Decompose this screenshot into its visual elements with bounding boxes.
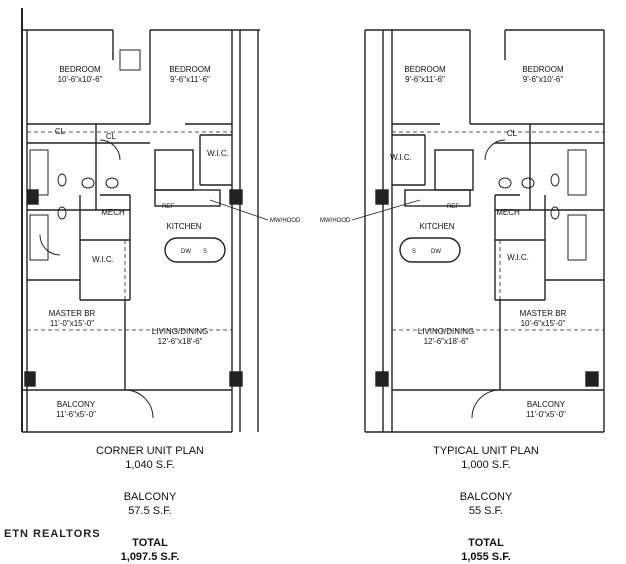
- typical-living-dining-name: LIVING/DINING: [418, 327, 474, 336]
- watermark: ETN REALTORS: [4, 528, 101, 540]
- corner-balcony-area: 57.5 S.F.: [128, 505, 172, 517]
- corner-dw-label: DW: [181, 249, 191, 255]
- typical-bedroom-1-name: BEDROOM: [404, 65, 446, 74]
- corner-total-area: 1,097.5 S.F.: [120, 551, 180, 563]
- typical-balcony-area: 55 S.F.: [468, 505, 504, 517]
- corner-bedroom-2-name: BEDROOM: [169, 65, 211, 74]
- typical-master-br-size: 10'-6"x15'-0": [521, 319, 566, 328]
- typical-balcony-size: 11'-0"x5'-0": [526, 410, 566, 419]
- typical-bedroom-2-size: 9'-6"x10'-6": [523, 75, 563, 84]
- dashed-guidelines: [27, 131, 604, 390]
- corner-balcony-size: 11'-6"x5'-0": [56, 410, 96, 419]
- typical-balcony-name: BALCONY: [527, 400, 566, 409]
- corner-bedroom-2-size: 9'-6"x11'-6": [170, 75, 210, 84]
- corner-balcony-label: BALCONY: [123, 491, 177, 503]
- corner-closet-1-label: CL: [55, 127, 66, 136]
- typical-living-dining-size: 12'-6"x18'-6": [424, 337, 469, 346]
- corner-ref-label: REF: [162, 204, 174, 210]
- corner-living-dining-name: LIVING/DINING: [152, 327, 208, 336]
- corner-closet-2-label: CL: [106, 132, 117, 141]
- typical-bedroom-2-name: BEDROOM: [522, 65, 564, 74]
- corner-unit-walls: [21, 8, 260, 433]
- typical-balcony-label: BALCONY: [459, 491, 513, 503]
- typical-unit-summary: TYPICAL UNIT PLAN 1,000 S.F. BALCONY 55 …: [336, 444, 626, 564]
- corner-sink-label: S: [203, 249, 207, 255]
- typical-mech-label: MECH: [496, 208, 520, 217]
- corner-kitchen-label: KITCHEN: [166, 222, 201, 231]
- typical-kitchen-label: KITCHEN: [419, 222, 454, 231]
- corner-wic-1-label: W.I.C.: [207, 149, 229, 158]
- typical-master-br-name: MASTER BR: [520, 309, 567, 318]
- typical-plan-area: 1,000 S.F.: [461, 459, 511, 471]
- corner-bedroom-1-name: BEDROOM: [59, 65, 101, 74]
- corner-plan-area: 1,040 S.F.: [125, 459, 175, 471]
- typical-mw-hood-label: MW/HOOD: [320, 218, 351, 224]
- corner-wic-2-label: W.I.C.: [92, 255, 114, 264]
- corner-master-br-name: MASTER BR: [49, 309, 96, 318]
- typical-ref-label: REF: [447, 204, 459, 210]
- typical-total-label: TOTAL: [468, 537, 504, 549]
- corner-unit-summary: CORNER UNIT PLAN 1,040 S.F. BALCONY 57.5…: [0, 444, 300, 564]
- typical-plan-title: TYPICAL UNIT PLAN: [433, 445, 539, 457]
- corner-mw-hood-label: MW/HOOD: [270, 218, 301, 224]
- corner-balcony-name: BALCONY: [57, 400, 96, 409]
- corner-living-dining-size: 12'-6"x18'-6": [158, 337, 203, 346]
- corner-bedroom-1-size: 10'-6"x10'-6": [58, 75, 103, 84]
- typical-closet-1-label: CL: [507, 129, 518, 138]
- corner-plan-title: CORNER UNIT PLAN: [96, 445, 204, 457]
- typical-bedroom-1-size: 9'-6"x11'-6": [405, 75, 445, 84]
- typical-dw-label: DW: [431, 249, 441, 255]
- typical-wic-1-label: W.I.C.: [390, 153, 412, 162]
- typical-total-area: 1,055 S.F.: [461, 551, 511, 563]
- typical-unit-walls: [364, 29, 605, 433]
- corner-total-label: TOTAL: [132, 537, 168, 549]
- typical-sink-label: S: [412, 249, 416, 255]
- corner-mech-label: MECH: [101, 208, 125, 217]
- corner-master-br-size: 11'-0"x15'-0": [50, 319, 94, 328]
- typical-wic-2-label: W.I.C.: [507, 253, 529, 262]
